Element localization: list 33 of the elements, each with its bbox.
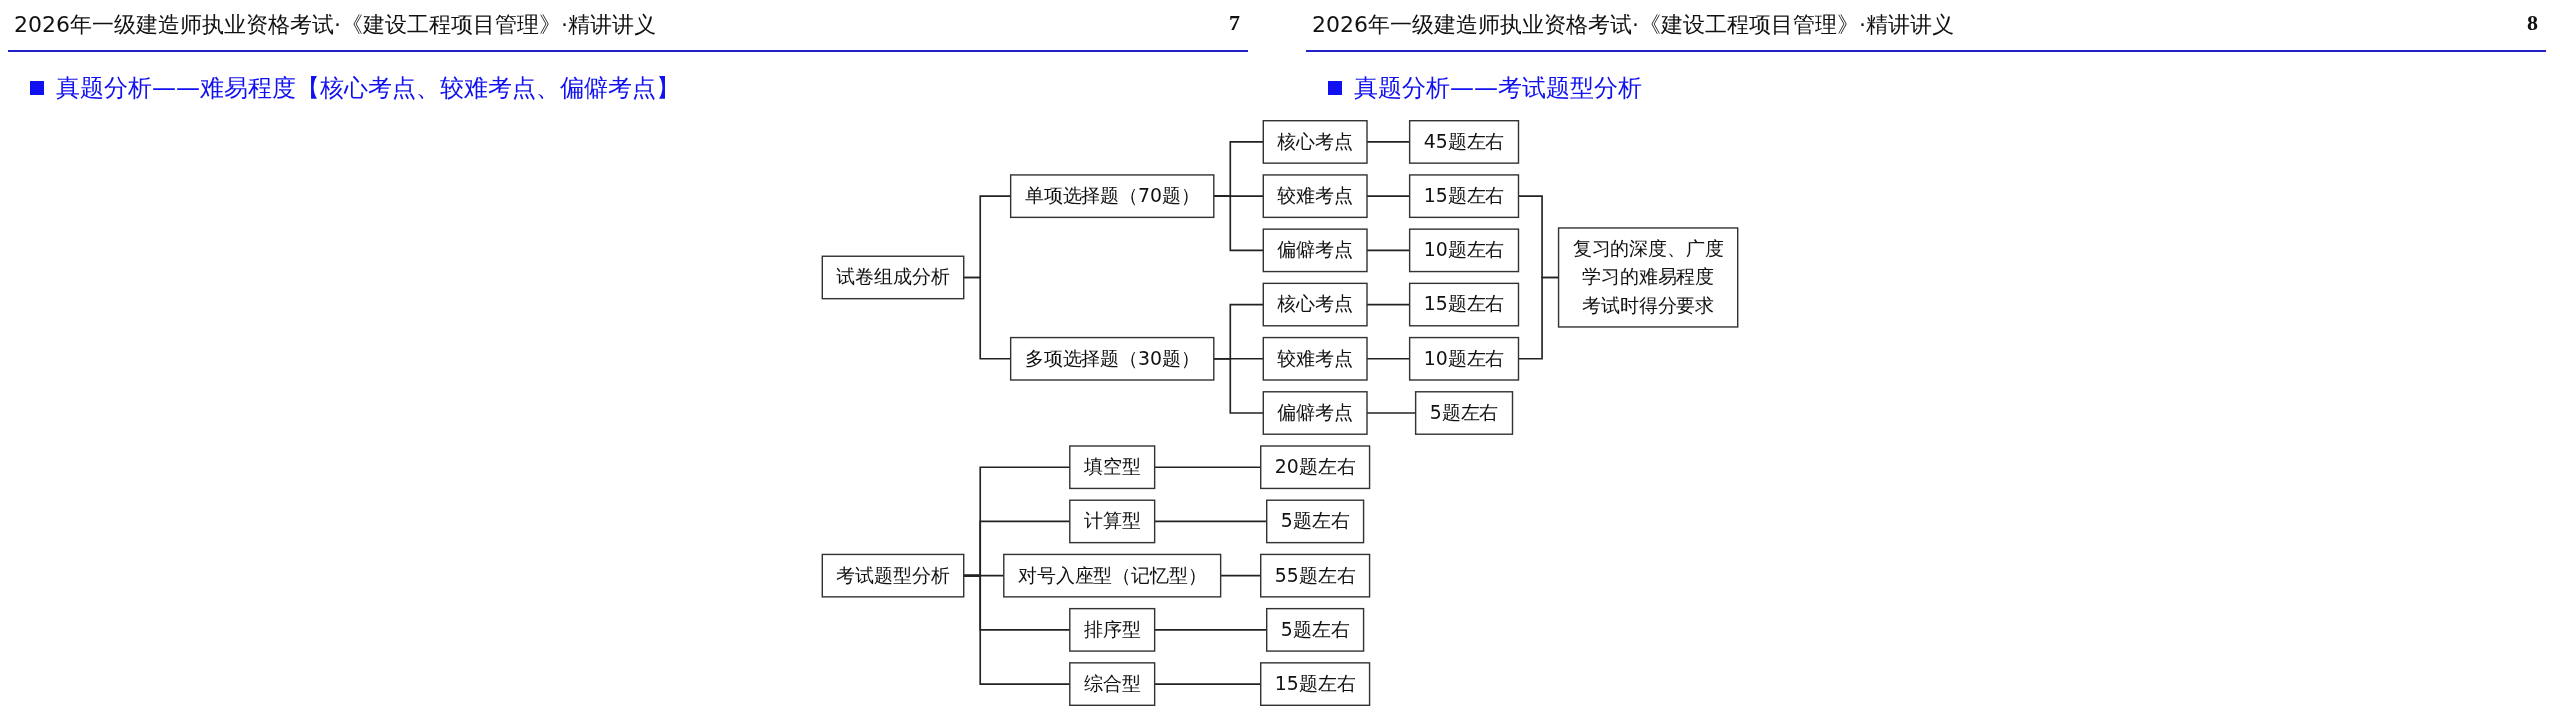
section-title: 真题分析——考试题型分析 (1354, 73, 1642, 104)
label-box: 多项选择题（30题） (1009, 336, 1215, 381)
page-header: 2026年一级建造师执业资格考试·《建设工程项目管理》·精讲讲义 (14, 11, 656, 39)
label-box: 5题左右 (1266, 607, 1365, 652)
label-box: 综合型 (1069, 662, 1156, 706)
label-box: 偏僻考点 (1262, 228, 1368, 273)
label-box: 偏僻考点 (1262, 391, 1368, 435)
label-box: 20题左右 (1260, 445, 1371, 490)
label-box: 5题左右 (1266, 499, 1365, 544)
label-box: 45题左右 (1408, 120, 1520, 164)
label-box: 15题左右 (1408, 174, 1520, 219)
page-number: 7 (1229, 10, 1240, 36)
label-box: 填空型 (1069, 445, 1156, 490)
label-box: 10题左右 (1408, 228, 1520, 273)
label-box: 核心考点 (1262, 282, 1368, 327)
label-box: 试卷组成分析 (821, 255, 965, 300)
label-box: 较难考点 (1262, 336, 1368, 381)
page-header: 2026年一级建造师执业资格考试·《建设工程项目管理》·精讲讲义 (1312, 11, 1954, 39)
label-box: 单项选择题（70题） (1009, 174, 1215, 219)
label-box: 较难考点 (1262, 174, 1368, 219)
label-box: 考试题型分析 (821, 553, 965, 598)
label-box: 复习的深度、广度 学习的难易程度 考试时得分要求 (1557, 227, 1739, 328)
label-box: 对号入座型（记忆型） (1003, 553, 1222, 598)
label-box: 核心考点 (1262, 120, 1368, 164)
label-box: 5题左右 (1414, 391, 1514, 435)
label-box: 排序型 (1069, 607, 1156, 652)
label-box: 15题左右 (1408, 282, 1520, 327)
label-box: 55题左右 (1260, 553, 1371, 598)
label-box: 计算型 (1069, 499, 1156, 544)
page-number: 8 (2527, 10, 2538, 36)
label-box: 15题左右 (1260, 662, 1371, 706)
section-title: 真题分析——难易程度【核心考点、较难考点、偏僻考点】 (56, 73, 680, 104)
label-box: 10题左右 (1408, 336, 1520, 381)
